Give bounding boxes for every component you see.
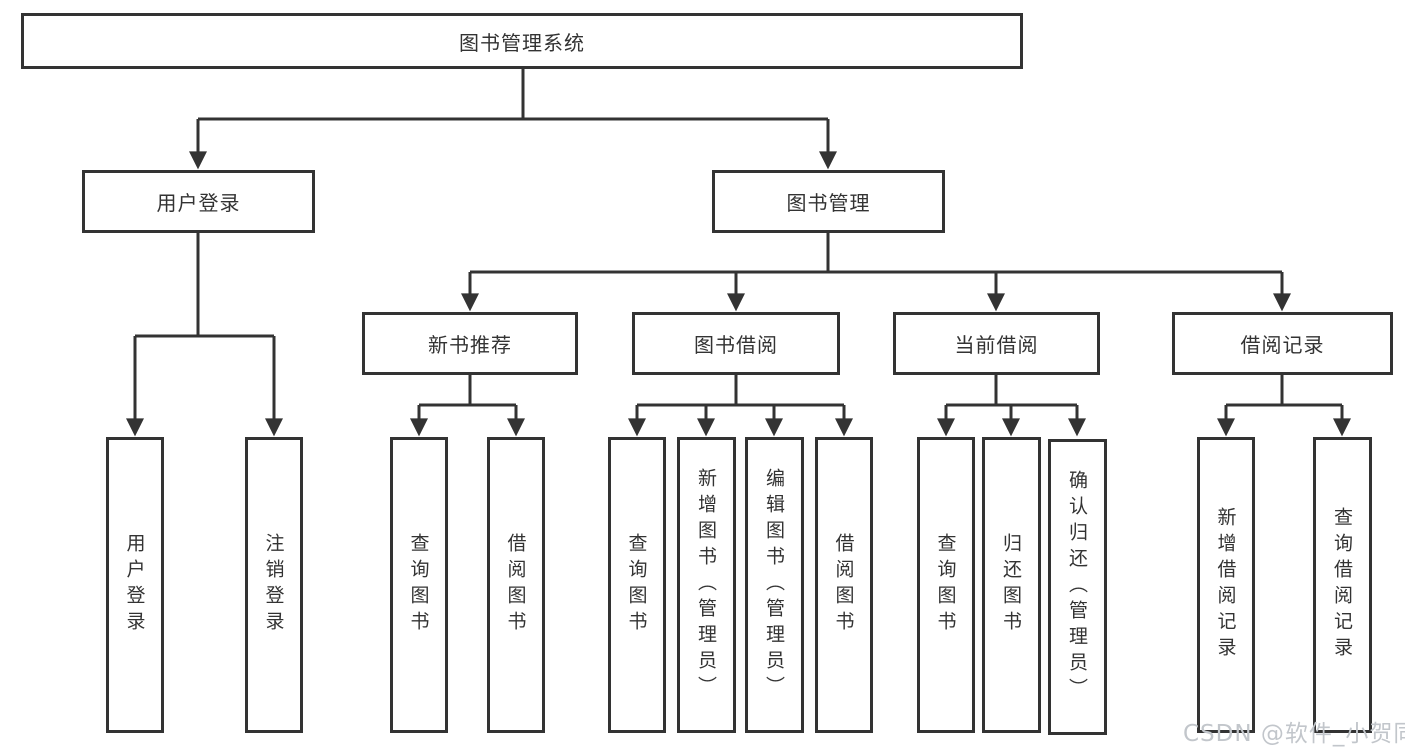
node-leaf-edit-books-admin: 编辑图书（管理员） <box>745 437 804 733</box>
node-leaf-borrow-books-recommend: 借阅图书 <box>487 437 545 733</box>
node-leaf-query-books-current-label: 查询图书 <box>934 533 957 637</box>
node-leaf-borrow-books-recommend-label: 借阅图书 <box>504 533 527 637</box>
node-new-book-recommend: 新书推荐 <box>362 312 578 375</box>
node-borrowing-records: 借阅记录 <box>1172 312 1393 375</box>
node-book-borrowing: 图书借阅 <box>632 312 840 375</box>
node-leaf-add-borrow-record-label: 新增借阅记录 <box>1214 507 1237 663</box>
node-leaf-add-borrow-record: 新增借阅记录 <box>1197 437 1255 733</box>
node-leaf-query-books-borrowing-label: 查询图书 <box>625 533 648 637</box>
node-leaf-user-login: 用户登录 <box>106 437 164 733</box>
node-leaf-borrow-books-borrowing-label: 借阅图书 <box>832 533 855 637</box>
node-leaf-query-books-borrowing: 查询图书 <box>608 437 666 733</box>
node-new-book-recommend-label: 新书推荐 <box>428 333 512 357</box>
node-leaf-query-borrow-record-label: 查询借阅记录 <box>1331 507 1353 663</box>
node-borrowing-records-label: 借阅记录 <box>1240 333 1325 357</box>
node-leaf-logout: 注销登录 <box>245 437 303 733</box>
node-leaf-query-borrow-record: 查询借阅记录 <box>1313 437 1372 733</box>
node-leaf-confirm-return-admin-label: 确认归还（管理员） <box>1066 470 1088 704</box>
node-book-management: 图书管理 <box>712 170 945 233</box>
node-leaf-query-books-current: 查询图书 <box>917 437 975 733</box>
node-book-management-label: 图书管理 <box>786 191 871 215</box>
node-leaf-edit-books-admin-label: 编辑图书（管理员） <box>763 468 785 702</box>
node-user-login-label: 用户登录 <box>156 191 241 215</box>
node-leaf-confirm-return-admin: 确认归还（管理员） <box>1048 439 1107 735</box>
node-leaf-return-books: 归还图书 <box>982 437 1041 733</box>
node-current-borrowing-label: 当前借阅 <box>954 333 1039 357</box>
node-leaf-query-books-recommend-label: 查询图书 <box>407 533 430 637</box>
node-book-management-system: 图书管理系统 <box>21 13 1023 69</box>
node-leaf-borrow-books-borrowing: 借阅图书 <box>815 437 873 733</box>
node-leaf-query-books-recommend: 查询图书 <box>390 437 448 733</box>
node-leaf-return-books-label: 归还图书 <box>1000 533 1022 637</box>
node-leaf-user-login-label: 用户登录 <box>123 533 146 637</box>
node-book-borrowing-label: 图书借阅 <box>694 333 778 357</box>
node-leaf-logout-label: 注销登录 <box>262 533 285 637</box>
csdn-watermark: CSDN @软件_小贺同学 <box>1183 721 1405 747</box>
node-leaf-add-books-admin-label: 新增图书（管理员） <box>695 468 717 702</box>
node-book-management-system-label: 图书管理系统 <box>459 30 585 55</box>
node-leaf-add-books-admin: 新增图书（管理员） <box>677 437 736 733</box>
node-current-borrowing: 当前借阅 <box>893 312 1100 375</box>
node-user-login: 用户登录 <box>82 170 315 233</box>
